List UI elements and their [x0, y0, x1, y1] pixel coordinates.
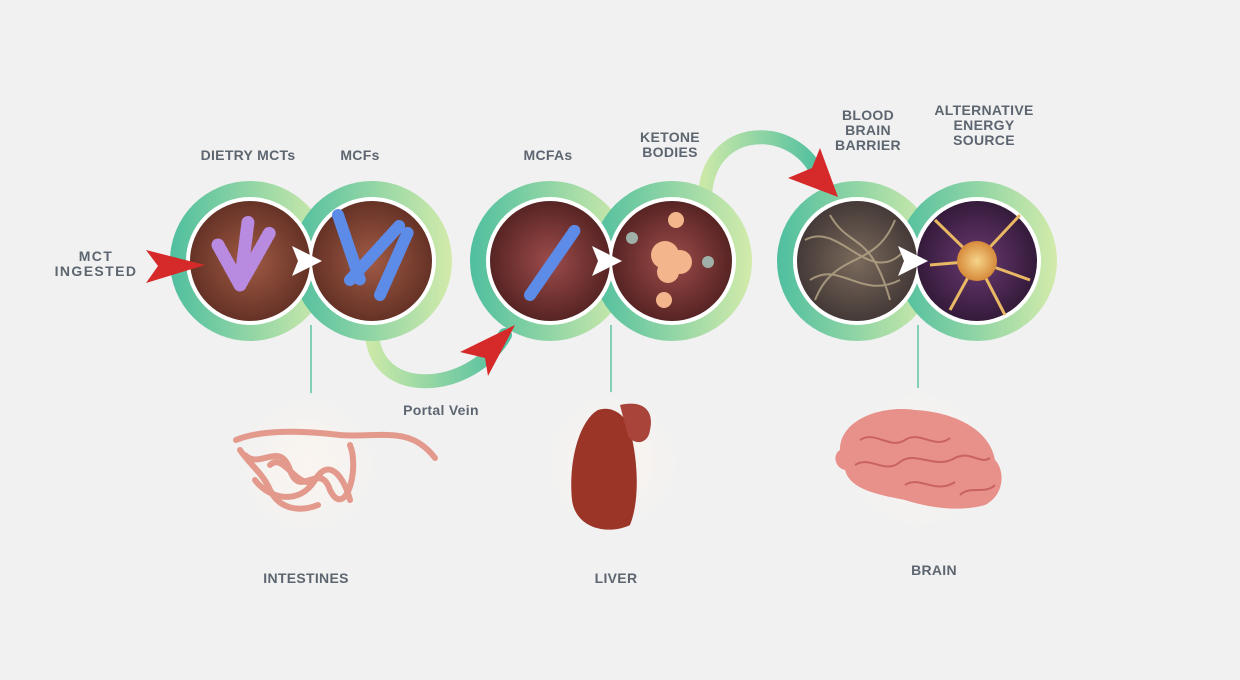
alternative-energy-source-label: ALTERNATIVE ENERGY SOURCE	[934, 102, 1034, 148]
ketone-bodies-label: KETONE BODIES	[640, 129, 700, 160]
brain-icon	[835, 409, 1002, 509]
liver-label: LIVER	[594, 570, 638, 586]
intestine-cell-group	[170, 181, 452, 341]
leader-lines	[306, 325, 923, 403]
mcfs-label: MCFs	[340, 147, 380, 163]
portal-vein-label: Portal Vein	[403, 402, 479, 418]
blood-brain-barrier-cell	[797, 201, 917, 321]
dietry-mcts-label: DIETRY MCTs	[200, 147, 296, 163]
white-arrow-icon	[898, 246, 928, 276]
white-arrow-icon	[292, 246, 322, 276]
mct-ingested-label: MCT INGESTED	[54, 248, 138, 279]
fatty-acid-chains	[332, 209, 414, 301]
mcfa-molecule	[524, 224, 581, 301]
intestines-icon	[233, 428, 438, 512]
blood-brain-barrier-arrow-icon	[788, 148, 838, 197]
white-arrow-icon	[592, 246, 622, 276]
mcfas-label: MCFAs	[523, 147, 573, 163]
intestines-label: INTESTINES	[263, 570, 349, 586]
barrier-fibers	[804, 214, 906, 301]
brain-cell-group	[777, 181, 1057, 341]
triglyceride-molecule	[211, 215, 277, 299]
mct-ingested-arrow-icon	[146, 250, 205, 283]
blood-flow-connector	[698, 130, 827, 207]
liver-cell-group	[470, 181, 752, 341]
neuron-body	[957, 241, 997, 281]
liver-icon	[571, 403, 651, 530]
ketone-body-molecules	[626, 212, 714, 308]
portal-vein-arrow-icon	[460, 325, 515, 376]
brain-label: BRAIN	[911, 562, 957, 578]
blood-brain-barrier-label: BLOOD BRAIN BARRIER	[835, 107, 901, 153]
